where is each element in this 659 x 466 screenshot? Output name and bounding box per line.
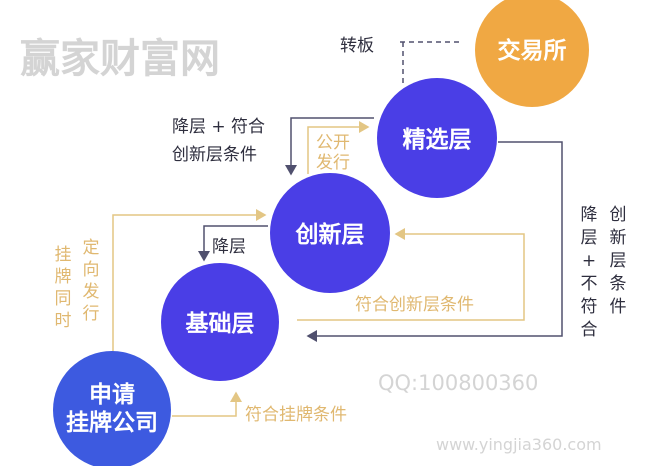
svg-text:创新层: 创新层	[295, 221, 365, 248]
svg-text:同: 同	[55, 289, 72, 309]
basic-to-innovation-arrow	[297, 228, 525, 321]
label-transfer-board: 转板	[340, 36, 374, 56]
svg-text:定: 定	[83, 238, 100, 258]
svg-text:不: 不	[581, 274, 598, 294]
svg-text:基础层: 基础层	[186, 311, 255, 337]
svg-text:新: 新	[610, 228, 627, 248]
svg-text:行: 行	[83, 304, 100, 324]
svg-text:层: 层	[610, 251, 627, 271]
node-applicant: 申请 挂牌公司	[53, 351, 171, 466]
label-meet-listing: 符合挂牌条件	[245, 405, 347, 425]
label-listing-same-time: 挂 牌 同 时	[55, 245, 72, 331]
svg-text:符: 符	[581, 297, 598, 317]
svg-text:创: 创	[610, 205, 627, 225]
applicant-to-basic-arrow	[172, 391, 242, 417]
svg-text:合: 合	[581, 320, 598, 340]
svg-text:发: 发	[83, 282, 100, 302]
svg-text:降: 降	[581, 205, 598, 225]
label-downgrade-not-meet: 降 层 + 不 符 合	[581, 205, 598, 340]
svg-text:精选层: 精选层	[403, 127, 472, 153]
select-to-basic-arrow	[306, 141, 563, 342]
svg-text:层: 层	[581, 228, 598, 248]
svg-text:交易所: 交易所	[498, 37, 567, 64]
node-basic-tier: 基础层	[161, 263, 279, 381]
transfer-dashed-line	[400, 41, 462, 86]
svg-text:挂: 挂	[55, 245, 72, 265]
applicant-to-innovation-arrow	[112, 209, 267, 355]
watermark-site-name: 赢家财富网	[20, 36, 220, 82]
label-public-offering-2: 发行	[316, 153, 350, 173]
watermark: 赢家财富网 www.yingjia360.com QQ:100800360	[20, 36, 602, 454]
label-downgrade: 降层	[212, 237, 246, 257]
label-public-offering-1: 公开	[316, 133, 350, 153]
svg-text:挂牌公司: 挂牌公司	[66, 409, 158, 436]
watermark-url: www.yingjia360.com	[436, 435, 602, 454]
select-to-innovation-arrow	[285, 117, 374, 176]
svg-text:时: 时	[55, 311, 72, 331]
innovation-to-basic-arrow	[198, 225, 268, 262]
node-select-tier: 精选层	[377, 78, 497, 198]
svg-text:向: 向	[83, 260, 100, 280]
svg-text:条: 条	[610, 274, 627, 294]
label-meet-innovation: 符合创新层条件	[355, 295, 474, 315]
label-downgrade-innovation-2: 创新层条件	[172, 145, 257, 165]
svg-text:申请: 申请	[89, 381, 135, 408]
svg-text:件: 件	[610, 297, 627, 317]
watermark-qq: QQ:100800360	[378, 371, 538, 395]
label-downgrade-innovation-1: 降层 + 符合	[172, 117, 265, 137]
svg-text:牌: 牌	[55, 267, 72, 287]
svg-text:+: +	[582, 251, 596, 271]
node-innovation-tier: 创新层	[270, 173, 390, 293]
public-offering-arrow	[307, 121, 370, 174]
node-exchange: 交易所	[475, 0, 589, 107]
label-innovation-conditions: 创 新 层 条 件	[610, 205, 627, 317]
label-private-placement: 定 向 发 行	[83, 238, 100, 324]
